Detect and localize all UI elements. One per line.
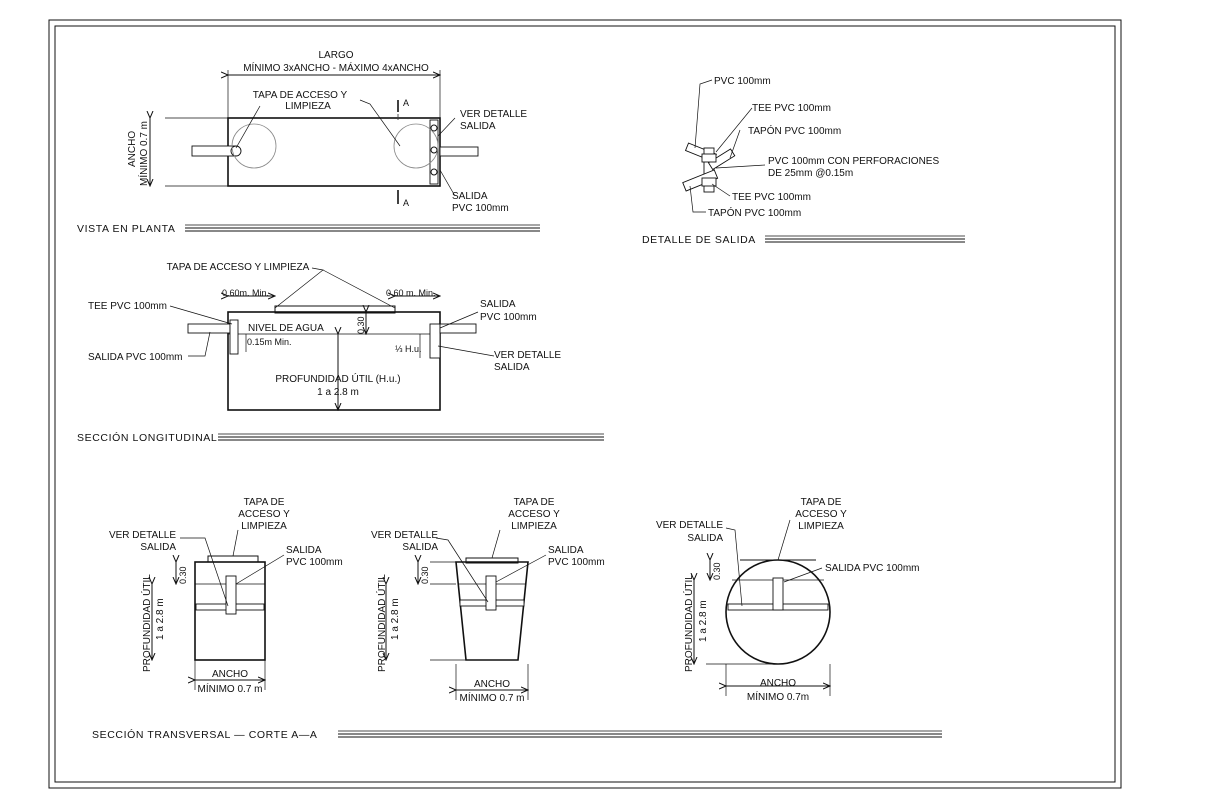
trans2-ancho-min: MÍNIMO 0.7 m: [459, 691, 524, 704]
plan-view: [150, 70, 540, 232]
detail-tapon-bottom: TAPÓN PVC 100mm: [708, 206, 801, 219]
trans1-ver-line2: SALIDA: [140, 542, 176, 553]
trans3-tapa-line3: LIMPIEZA: [798, 521, 844, 532]
long-min-left: 0.60m. Min.: [222, 288, 269, 298]
trans3-ver-line1: VER DETALLE: [656, 520, 723, 531]
long-salida-line2: PVC 100mm: [480, 312, 537, 323]
long-dim-030: 0.30: [356, 316, 366, 334]
plan-largo-range: MÍNIMO 3xANCHO - MÁXIMO 4xANCHO: [243, 61, 429, 74]
plan-cut-a-bottom: A: [403, 198, 409, 208]
long-ver-line1: VER DETALLE: [494, 350, 561, 361]
trans2-salida-line2: PVC 100mm: [548, 557, 605, 568]
trans-title: SECCIÓN TRANSVERSAL — CORTE A—A: [92, 728, 318, 741]
plan-tapa-line1: TAPA DE ACCESO Y: [253, 90, 348, 101]
trans1-prof-label: PROFUNDIDAD ÚTIL: [140, 574, 153, 672]
plan-tapa-line2: LIMPIEZA: [285, 101, 331, 112]
trans2-salida-line1: SALIDA: [548, 545, 584, 556]
long-min-015: 0.15m Min.: [247, 337, 292, 347]
long-inlet-tee: [229, 319, 239, 355]
plan-tank-outline: [227, 117, 441, 187]
trans3-ancho: ANCHO: [760, 678, 796, 689]
longitudinal-section: [169, 267, 604, 441]
long-min-right: 0.60 m. Min.: [386, 288, 436, 298]
long-tank-outline: [227, 311, 441, 411]
trans1-ancho: ANCHO: [212, 669, 248, 680]
trans2-ver-line2: SALIDA: [402, 542, 438, 553]
trans-circle-outline: [725, 559, 831, 665]
long-ver-line2: SALIDA: [494, 362, 530, 373]
plan-salida-line1: SALIDA: [452, 191, 488, 202]
detail-tee-top: TEE PVC 100mm: [752, 103, 831, 114]
trans2-prof-label: PROFUNDIDAD ÚTIL: [375, 574, 388, 672]
outer-frame: [48, 19, 1122, 789]
trans-trapezoidal: [386, 529, 547, 700]
trans1-dim-030: 0.30: [178, 566, 188, 584]
trans2-tapa-line1: TAPA DE: [514, 497, 555, 508]
long-salida-line1: SALIDA: [480, 299, 516, 310]
long-nivel-label: NIVEL DE AGUA: [248, 323, 324, 334]
trans1-ver-line1: VER DETALLE: [109, 530, 176, 541]
detail-title: DETALLE DE SALIDA: [642, 234, 756, 246]
trans2-ancho: ANCHO: [474, 679, 510, 690]
trans2-prof-range: 1 a 2.8 m: [390, 598, 401, 640]
inlet-pipe: [191, 145, 237, 157]
trans2-tapa-line2: ACCESO Y: [508, 509, 560, 520]
long-prof-range: 1 a 2.8 m: [317, 387, 359, 398]
inner-frame: [54, 25, 1116, 783]
detail-tee-bottom: TEE PVC 100mm: [732, 192, 811, 203]
plan-ancho-min: MÍNIMO 0.7 m: [137, 121, 150, 186]
trans3-tapa-line2: ACCESO Y: [795, 509, 847, 520]
trans1-tapa-line1: TAPA DE: [244, 497, 285, 508]
trans3-tapa-line1: TAPA DE: [801, 497, 842, 508]
trans2-ver-line1: VER DETALLE: [371, 530, 438, 541]
trans3-ver-line2: SALIDA: [687, 533, 723, 544]
trans3-prof-range: 1 a 2.8 m: [698, 600, 709, 642]
trans3-prof-label: PROFUNDIDAD ÚTIL: [682, 574, 695, 672]
long-title: SECCIÓN LONGITUDINAL: [77, 431, 217, 444]
detail-perf-line2: DE 25mm @0.15m: [768, 168, 853, 179]
trans3-salida: SALIDA PVC 100mm: [825, 563, 919, 574]
long-third-hu: ⅓ H.u.: [395, 344, 422, 354]
trans-rectangular: [152, 529, 285, 690]
detail-perf-line1: PVC 100mm CON PERFORACIONES: [768, 156, 939, 167]
trans1-prof-range: 1 a 2.8 m: [155, 598, 166, 640]
plan-ver-line1: VER DETALLE: [460, 109, 527, 120]
outlet-pipe-plan: [439, 146, 479, 157]
access-lid-right: [393, 123, 439, 169]
trans3-dim-030: 0.30: [712, 562, 722, 580]
long-salida-left: SALIDA PVC 100mm: [88, 352, 182, 363]
trans1-salida-line2: PVC 100mm: [286, 557, 343, 568]
trans1-salida-line1: SALIDA: [286, 545, 322, 556]
trans2-dim-030: 0.30: [420, 566, 430, 584]
long-tee-label: TEE PVC 100mm: [88, 301, 167, 312]
trans-title-rule: [338, 730, 942, 738]
plan-ver-line2: SALIDA: [460, 121, 496, 132]
plan-ancho-label: ANCHO: [127, 131, 138, 167]
plan-largo-label: LARGO: [318, 50, 353, 61]
trans1-tapa-line2: ACCESO Y: [238, 509, 290, 520]
plan-salida-line2: PVC 100mm: [452, 203, 509, 214]
trans1-ancho-min: MÍNIMO 0.7 m: [197, 682, 262, 695]
plan-cut-a-top: A: [403, 98, 409, 108]
access-lid-left: [231, 123, 277, 169]
trans-trap-outline: [455, 561, 529, 661]
long-prof-label: PROFUNDIDAD ÚTIL (H.u.): [275, 372, 400, 385]
plan-title: VISTA EN PLANTA: [77, 223, 175, 235]
detail-pvc-label: PVC 100mm: [714, 76, 771, 87]
trans2-tapa-line3: LIMPIEZA: [511, 521, 557, 532]
outlet-tee-plan: [429, 119, 439, 185]
trans1-tapa-line3: LIMPIEZA: [241, 521, 287, 532]
trans-circular: [694, 519, 831, 696]
long-access-lid: [274, 305, 396, 314]
long-tapa-label: TAPA DE ACCESO Y LIMPIEZA: [167, 262, 310, 273]
detail-tapon-top: TAPÓN PVC 100mm: [748, 124, 841, 137]
long-outlet-tee: [429, 323, 441, 359]
trans3-ancho-min: MÍNIMO 0.7m: [747, 690, 809, 703]
outlet-detail: [682, 79, 965, 243]
